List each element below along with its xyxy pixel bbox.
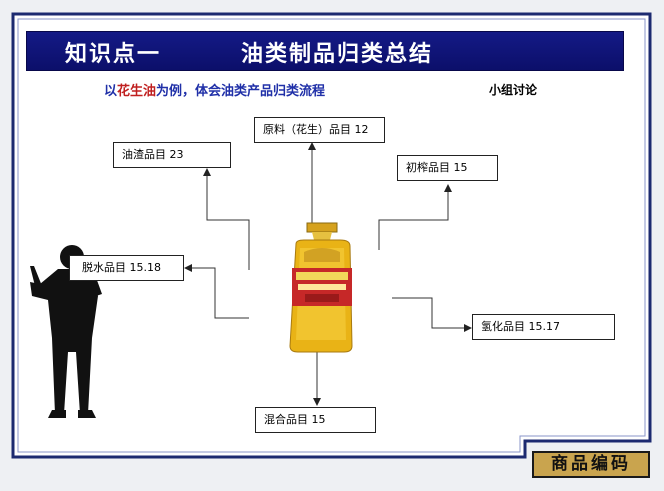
box-hydrogenated: 氢化品目 15.17	[472, 314, 615, 340]
box-dehydrated: 脱水品目 15.18	[69, 255, 184, 281]
arrow-to-dehydrate	[184, 264, 249, 319]
box-oil-residue: 油渣品目 23	[113, 142, 231, 168]
subtitle: 以花生油为例，体会油类产品归类流程	[104, 80, 325, 99]
arrow-to-extract	[203, 168, 250, 270]
box-mixed: 混合品目 15	[255, 407, 376, 433]
box-crude-oil: 初榨品目 15	[397, 155, 498, 181]
peanut-oil-bottle-image	[289, 222, 353, 353]
subtitle-prefix: 以	[104, 84, 118, 99]
subtitle-suffix: 为例，体会油类产品归类流程	[156, 84, 326, 99]
discussion-label: 小组讨论	[489, 83, 538, 97]
box-raw-material: 原料（花生）品目 12	[254, 117, 385, 143]
title-left: 知识点一	[65, 41, 162, 67]
title-bar: 知识点一 油类制品归类总结	[26, 31, 624, 71]
title-right: 油类制品归类总结	[241, 41, 434, 67]
commodity-code-seal: 商品编码	[532, 451, 650, 478]
arrow-to-hydrogenate	[392, 297, 472, 332]
arrow-to-crude	[378, 184, 452, 250]
subtitle-highlight: 花生油	[117, 84, 157, 99]
